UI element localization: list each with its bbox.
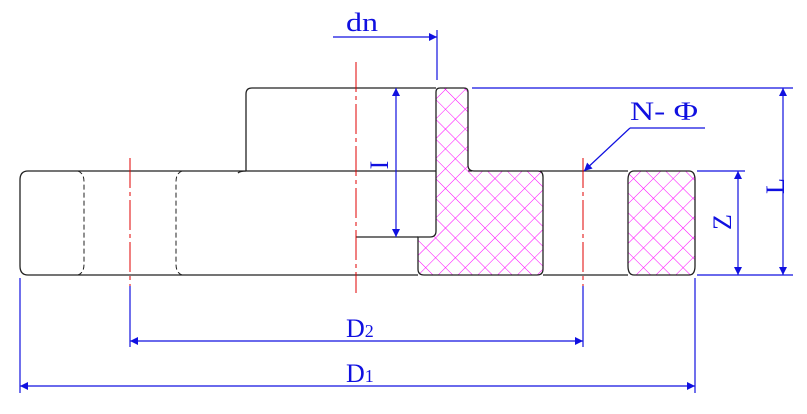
l-label: L (761, 178, 790, 194)
d1-label: D1 (346, 359, 374, 388)
z-label: Z (708, 214, 737, 230)
hub-section-hatch (417, 87, 544, 276)
bolt-hole-hidden-lines (77, 170, 183, 276)
dn-label: dn (346, 8, 378, 37)
n-phi-label: N- Φ (630, 97, 698, 126)
flange-ring-section-hatch (627, 170, 696, 276)
dimension-lines (19, 30, 793, 393)
d2-label: D2 (346, 314, 374, 343)
centerlines (129, 62, 584, 293)
flange-outline (19, 87, 628, 276)
i-label: I (365, 161, 394, 170)
